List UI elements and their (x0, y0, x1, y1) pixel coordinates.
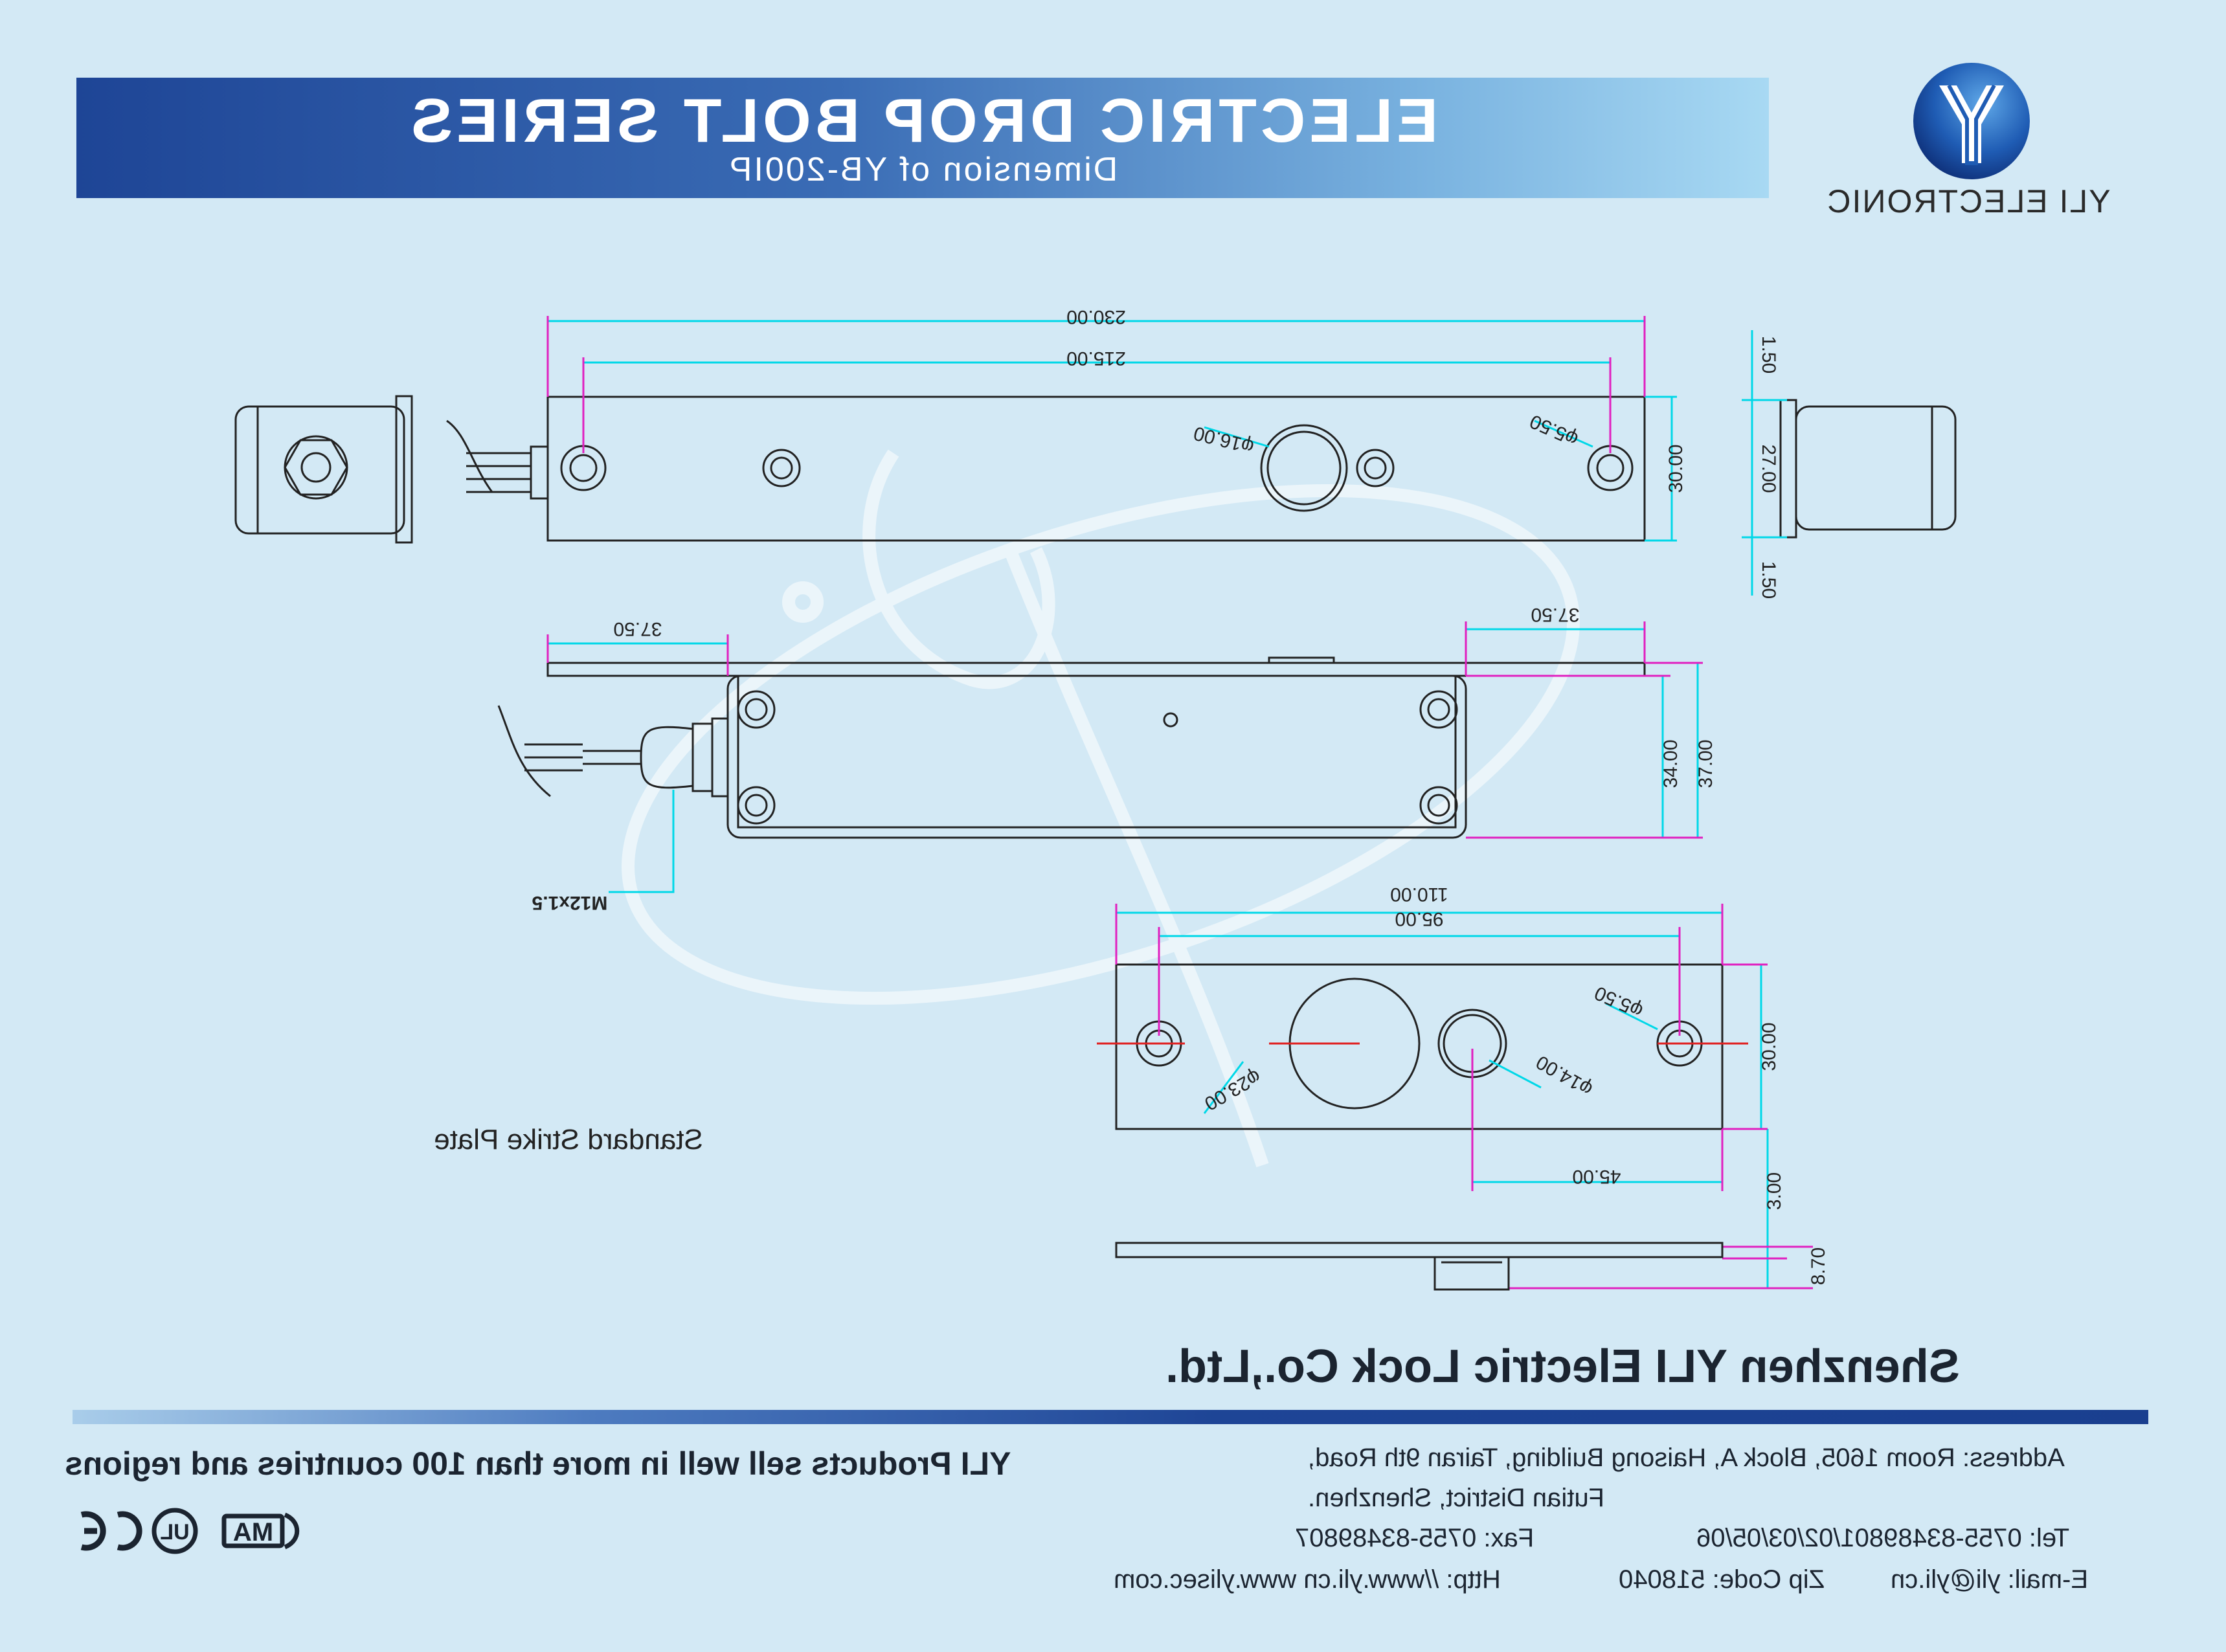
dim-strike-hole-spacing: 95.00 (1395, 908, 1443, 930)
bolt-end-view (1779, 399, 1957, 539)
dim-side-left-offset: 37.50 (613, 618, 662, 640)
dim-right-offset-bottom: 1.50 (1758, 561, 1779, 599)
side-extension-lines (546, 621, 1703, 839)
dim-right-mid: 27.00 (1758, 444, 1779, 493)
website: Http: //www.yli.cn www.ylisec.com (1114, 1565, 1501, 1594)
header-banner (76, 78, 1769, 198)
dim-strike-thickness: 3.00 (1764, 1172, 1785, 1210)
strike-extension-lines (1115, 904, 1813, 1289)
top-dimension-lines (548, 320, 1787, 596)
dim-strike-length: 110.00 (1390, 884, 1448, 905)
dim-mount-hole: φ5.50 (1527, 410, 1582, 451)
dim-side-height-inner: 34.00 (1660, 739, 1681, 788)
ce-mark-icon (80, 1511, 142, 1551)
top-extension-lines (546, 316, 1646, 453)
bolt-side-view (497, 656, 1646, 839)
dim-hole-spacing: 215.00 (1066, 348, 1126, 369)
dim-strike-mount-hole: φ5.50 (1591, 982, 1647, 1022)
svg-text:UL: UL (160, 1520, 189, 1545)
dim-strike-offset: 45.00 (1572, 1166, 1621, 1187)
tagline: YLI Products sell well in more than 100 … (65, 1446, 1011, 1482)
zip-code: Zip Code: 518040 (1619, 1565, 1825, 1594)
yli-logo-icon (1913, 63, 2030, 179)
dim-bolt-diameter: φ16.00 (1191, 422, 1256, 458)
svg-text:MA: MA (233, 1518, 273, 1546)
dim-overall-length: 230.00 (1066, 306, 1126, 328)
dim-strike-small-hole: φ14.00 (1533, 1051, 1596, 1100)
dim-gland-thread: M12x1.5 (532, 892, 608, 913)
ul-mark-icon: UL (152, 1508, 198, 1554)
address-line-2: Futian District, Shenzhen. (1308, 1484, 1604, 1512)
strike-plate-side (1115, 1242, 1724, 1291)
cma-mark-icon: MA (221, 1512, 300, 1550)
footer-rule (73, 1410, 2148, 1424)
company-name: Shenzhen YLI Electric Lock Co.,Ltd. (1165, 1341, 1960, 1392)
dim-side-right-offset: 37.50 (1531, 604, 1579, 625)
certification-marks: MA UL (80, 1508, 300, 1554)
email: E-mail: yli@yli.cn (1891, 1565, 2089, 1594)
dim-strike-depth: 8.70 (1808, 1247, 1829, 1285)
strike-dimension-lines (1116, 911, 1769, 1288)
strike-caption: Standard Strike Plate (434, 1124, 703, 1155)
dim-strike-height: 30.00 (1759, 1022, 1780, 1071)
fax: Fax: 0755-83489807 (1295, 1524, 1535, 1552)
connector-end-view (234, 395, 549, 544)
dim-right-offset-top: 1.50 (1758, 336, 1779, 374)
address-line-1: Address: Room 1605, Block A, Haisong Bui… (1308, 1444, 2065, 1472)
dim-body-height: 30.00 (1665, 444, 1687, 493)
tel: Tel: 0755-83489801/02/03/05/06 (1696, 1524, 2070, 1552)
side-dimension-lines (548, 628, 1699, 893)
dim-side-height-outer: 37.00 (1695, 739, 1716, 788)
